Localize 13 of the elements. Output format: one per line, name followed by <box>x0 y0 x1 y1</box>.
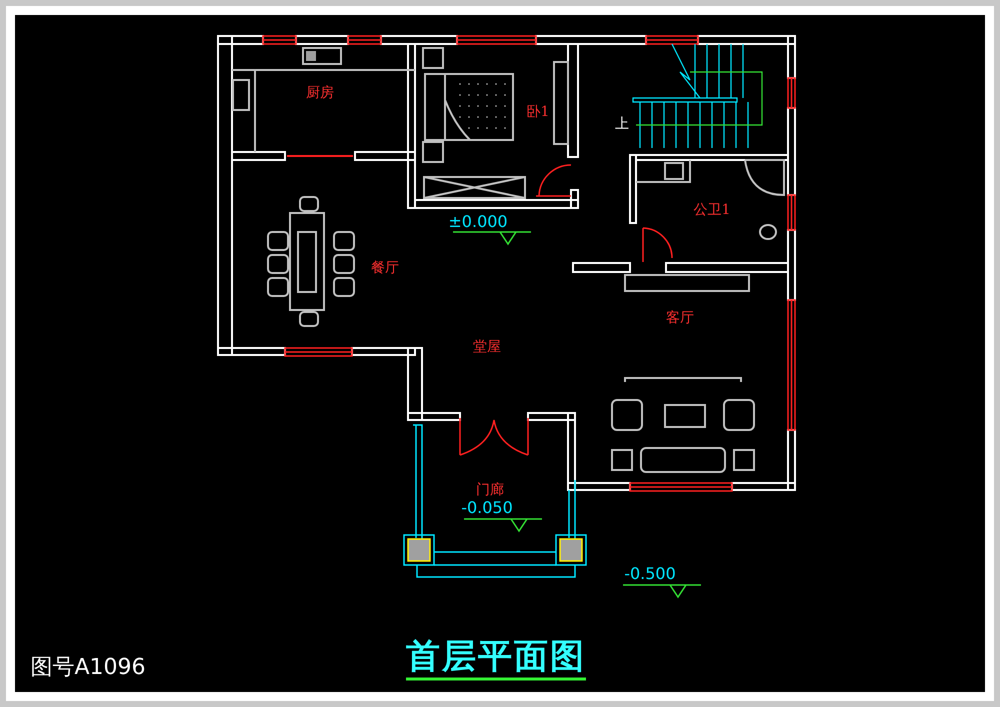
drawing-number: 图号A1096 <box>30 657 146 679</box>
elevation-label: -0.050 <box>461 500 513 516</box>
room-label: 堂屋 <box>473 340 501 354</box>
drawing-title: 首层平面图 <box>406 640 586 680</box>
room-label: 门廊 <box>476 483 504 497</box>
elevation-label: ±0.000 <box>448 214 508 230</box>
room-label: 客厅 <box>666 311 694 325</box>
stair-label: 上 <box>615 117 629 131</box>
elevation-label: -0.500 <box>624 566 676 582</box>
room-label: 卧1 <box>526 105 550 119</box>
room-label: 厨房 <box>306 86 334 100</box>
room-label: 餐厅 <box>371 261 399 275</box>
room-label: 公卫1 <box>694 203 730 217</box>
